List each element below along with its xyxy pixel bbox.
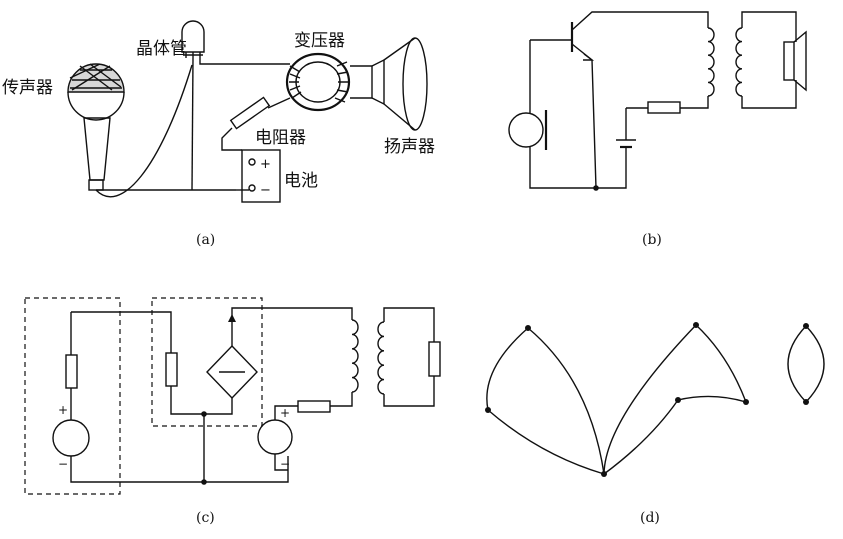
battery-symbol [616,108,636,152]
transformer-primary-coil [707,27,715,97]
resistor-load [428,341,441,377]
transformer-secondary-coil [735,27,743,97]
battery-icon: + − [241,149,281,203]
dependent-source-symbol [206,314,258,400]
microphone-symbol [508,112,544,148]
battery-plus: + [260,157,271,172]
coil-primary-c [351,319,359,393]
source-right-plus: + [280,406,290,420]
label-transformer: 变压器 [294,31,345,51]
voltage-source-right [257,419,293,455]
graph-node [803,323,809,329]
dashed-box-amplifier [151,297,263,427]
voltage-source-left [52,419,90,457]
resistor-left [65,354,78,389]
graph-node [675,397,681,403]
transistor-symbol [529,11,709,189]
label-resistor: 电阻器 [255,128,306,148]
resistor-icon [229,96,271,130]
caption-c: (c) [196,510,215,526]
label-speaker: 扬声器 [384,137,435,157]
caption-d: (d) [640,510,660,526]
graph-node [601,471,607,477]
resistor-inner [165,352,178,387]
caption-a: (a) [196,232,215,248]
resistor-symbol [647,101,681,114]
transformer-icon [285,52,351,112]
graph-node [525,325,531,331]
graph-node [693,322,699,328]
battery-minus: − [260,183,271,198]
source-right-minus: − [280,457,290,471]
panel-d-graph: (d) [485,322,825,526]
mic-cable [95,64,193,198]
graph-node [803,399,809,405]
microphone-icon [67,63,125,191]
source-left-plus: + [58,403,68,417]
panel-a-illustration: + − 传声器 晶体管 变压器 电阻器 扬声器 电池 (a) [2,20,435,248]
transistor-icon [181,20,205,58]
speaker-symbol [783,30,807,92]
graph-node [485,407,491,413]
label-microphone: 传声器 [2,78,53,98]
label-battery: 电池 [284,171,318,191]
caption-b: (b) [642,232,662,248]
source-left-minus: − [58,457,68,471]
label-transistor: 晶体管 [136,39,187,59]
resistor-series [297,400,331,413]
graph-node [743,399,749,405]
panel-b-circuit: (b) [508,11,807,248]
speaker-icon [350,37,428,131]
coil-secondary-c [377,321,385,395]
dashed-box-source [24,297,121,495]
panel-c-circuit: + − + − (c) [24,297,441,526]
